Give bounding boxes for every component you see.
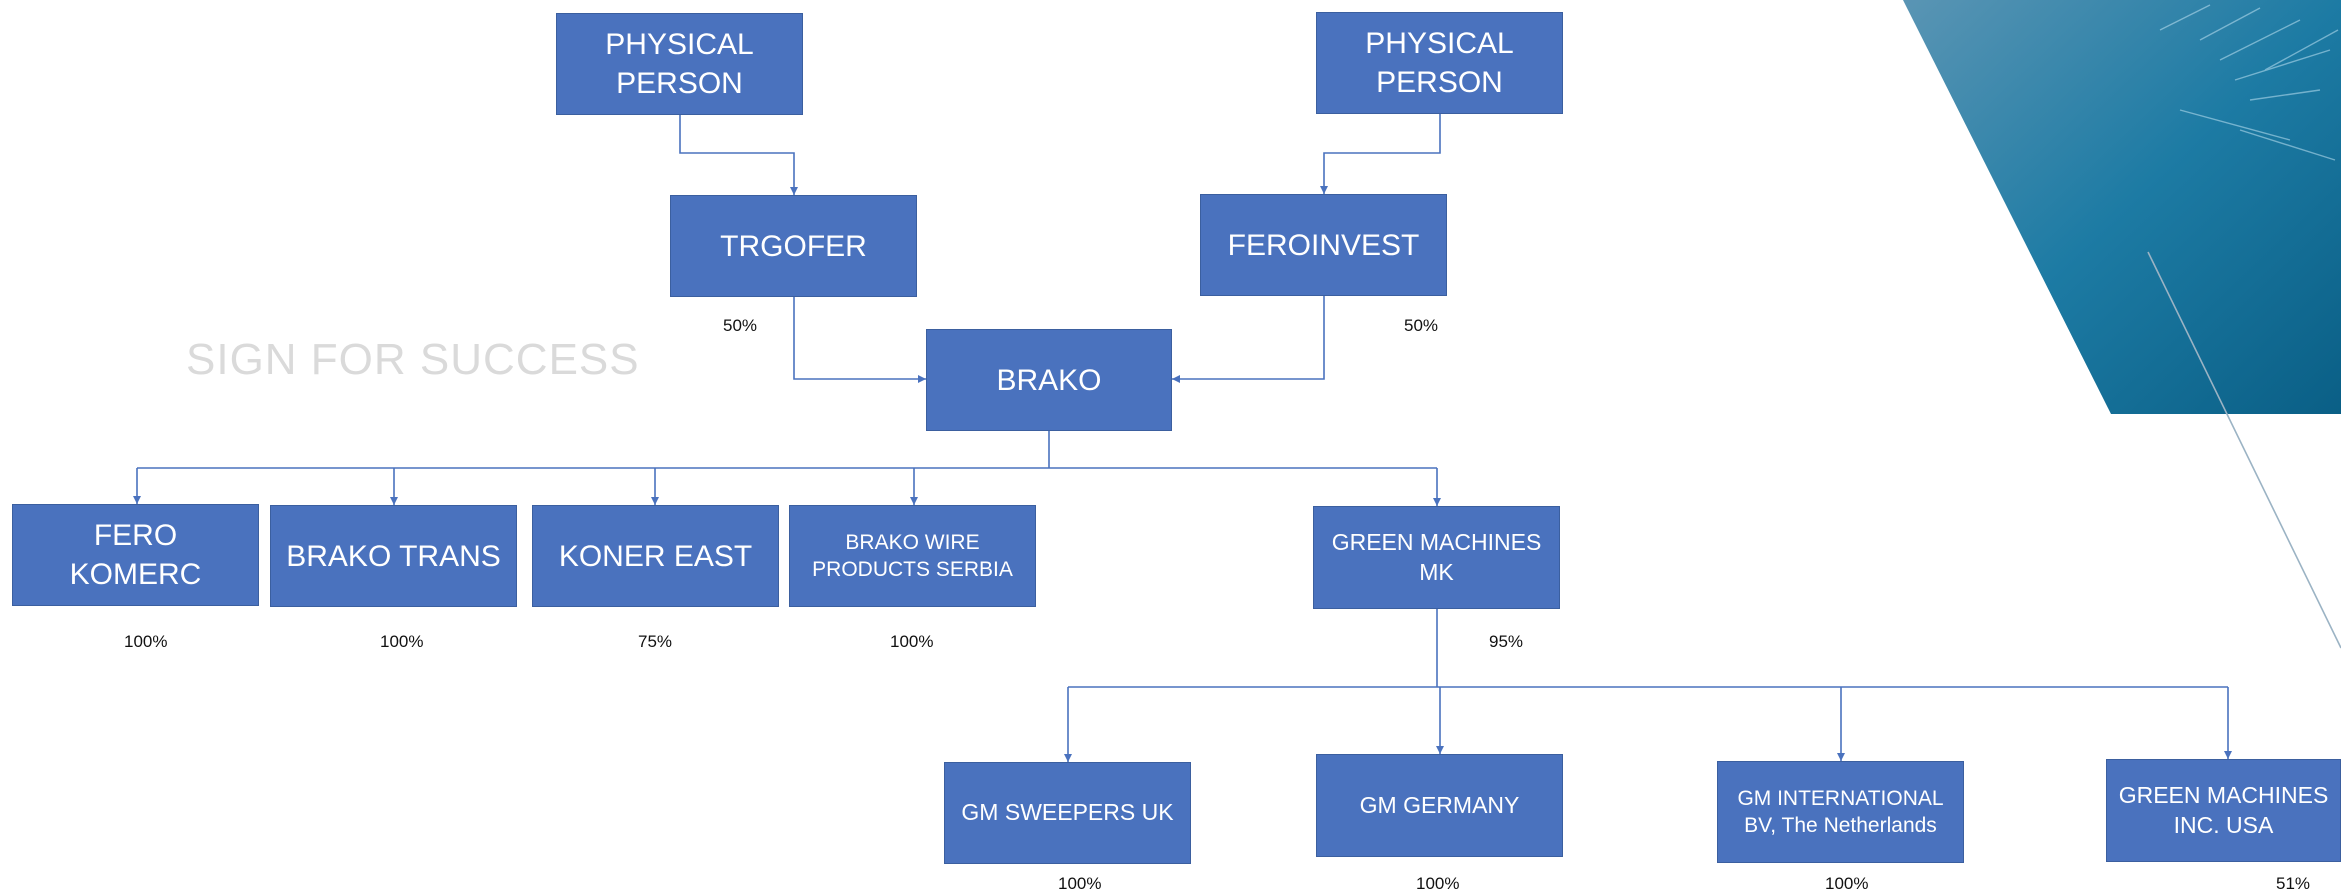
share-koner-east: 75% bbox=[638, 632, 673, 651]
node-label: KONER EAST bbox=[558, 539, 753, 573]
node-gm-sweepers-uk: GM SWEEPERS UK bbox=[944, 762, 1191, 864]
node-label-line1: FERO bbox=[93, 519, 178, 552]
node-trgofer: TRGOFER bbox=[670, 195, 917, 297]
node-physical-person-left: PHYSICAL PERSON bbox=[556, 13, 803, 115]
node-feroinvest: FEROINVEST bbox=[1200, 194, 1447, 296]
node-koner-east: KONER EAST bbox=[532, 505, 779, 607]
node-brako-wire-products-serbia: BRAKO WIRE PRODUCTS SERBIA bbox=[789, 505, 1036, 607]
node-label: GM SWEEPERS UK bbox=[961, 799, 1174, 826]
node-label-line2: PERSON bbox=[1376, 66, 1503, 99]
node-fero-komerc: FERO KOMERC bbox=[12, 504, 259, 606]
share-feroinvest: 50% bbox=[1404, 316, 1439, 335]
connector-gm-mk-bus bbox=[1068, 609, 2228, 688]
connector-person-left-trgofer bbox=[679, 115, 798, 195]
node-label: BRAKO TRANS bbox=[286, 539, 501, 573]
share-green-machines-mk: 95% bbox=[1489, 632, 1524, 651]
node-label-line2: KOMERC bbox=[69, 558, 202, 591]
node-label: BRAKO bbox=[996, 363, 1102, 397]
share-green-machines-usa: 51% bbox=[2276, 874, 2311, 893]
share-brako-wire: 100% bbox=[890, 632, 934, 651]
share-gm-germany: 100% bbox=[1416, 874, 1460, 893]
node-gm-international: GM INTERNATIONAL BV, The Netherlands bbox=[1717, 761, 1964, 863]
node-label-line1: GREEN MACHINES bbox=[1331, 528, 1542, 555]
node-label-line1: PHYSICAL bbox=[1365, 27, 1514, 60]
share-brako-trans: 100% bbox=[380, 632, 424, 651]
node-label-line1: GM INTERNATIONAL bbox=[1737, 786, 1944, 810]
connector-trgofer-brako bbox=[793, 297, 926, 383]
spark-lines bbox=[2159, 4, 2339, 161]
node-label-line1: PHYSICAL bbox=[605, 28, 754, 61]
decorative-diagonal-line bbox=[2147, 251, 2341, 649]
node-label-line1: BRAKO WIRE bbox=[845, 530, 980, 554]
share-fero-komerc: 100% bbox=[124, 632, 168, 651]
node-green-machines-mk: GREEN MACHINES MK bbox=[1313, 506, 1560, 609]
share-gm-sweepers-uk: 100% bbox=[1058, 874, 1102, 893]
watermark-slogan: SIGN FOR SUCCESS bbox=[186, 335, 640, 384]
connector-feroinvest-brako bbox=[1172, 296, 1325, 383]
node-label-line2: MK bbox=[1419, 558, 1454, 585]
node-label: GM GERMANY bbox=[1359, 791, 1520, 818]
node-label-line2: PERSON bbox=[616, 67, 743, 100]
node-gm-germany: GM GERMANY bbox=[1316, 754, 1563, 857]
node-label-line1: GREEN MACHINES bbox=[2118, 781, 2329, 808]
node-label: TRGOFER bbox=[720, 229, 867, 263]
node-label-line2: INC. USA bbox=[2173, 811, 2274, 838]
node-label-line2: PRODUCTS SERBIA bbox=[812, 558, 1013, 581]
connector-brako-bus bbox=[137, 431, 1437, 469]
node-physical-person-right: PHYSICAL PERSON bbox=[1316, 12, 1563, 114]
node-label: FEROINVEST bbox=[1227, 228, 1420, 262]
share-gm-international: 100% bbox=[1825, 874, 1869, 893]
connector-person-right-feroinvest bbox=[1320, 114, 1441, 194]
node-green-machines-inc-usa: GREEN MACHINES INC. USA bbox=[2106, 759, 2341, 862]
corner-image-panel bbox=[1903, 0, 2341, 414]
share-trgofer: 50% bbox=[723, 316, 758, 335]
node-brako-trans: BRAKO TRANS bbox=[270, 505, 517, 607]
node-brako: BRAKO bbox=[926, 329, 1172, 431]
node-label-line2: BV, The Netherlands bbox=[1744, 814, 1937, 837]
